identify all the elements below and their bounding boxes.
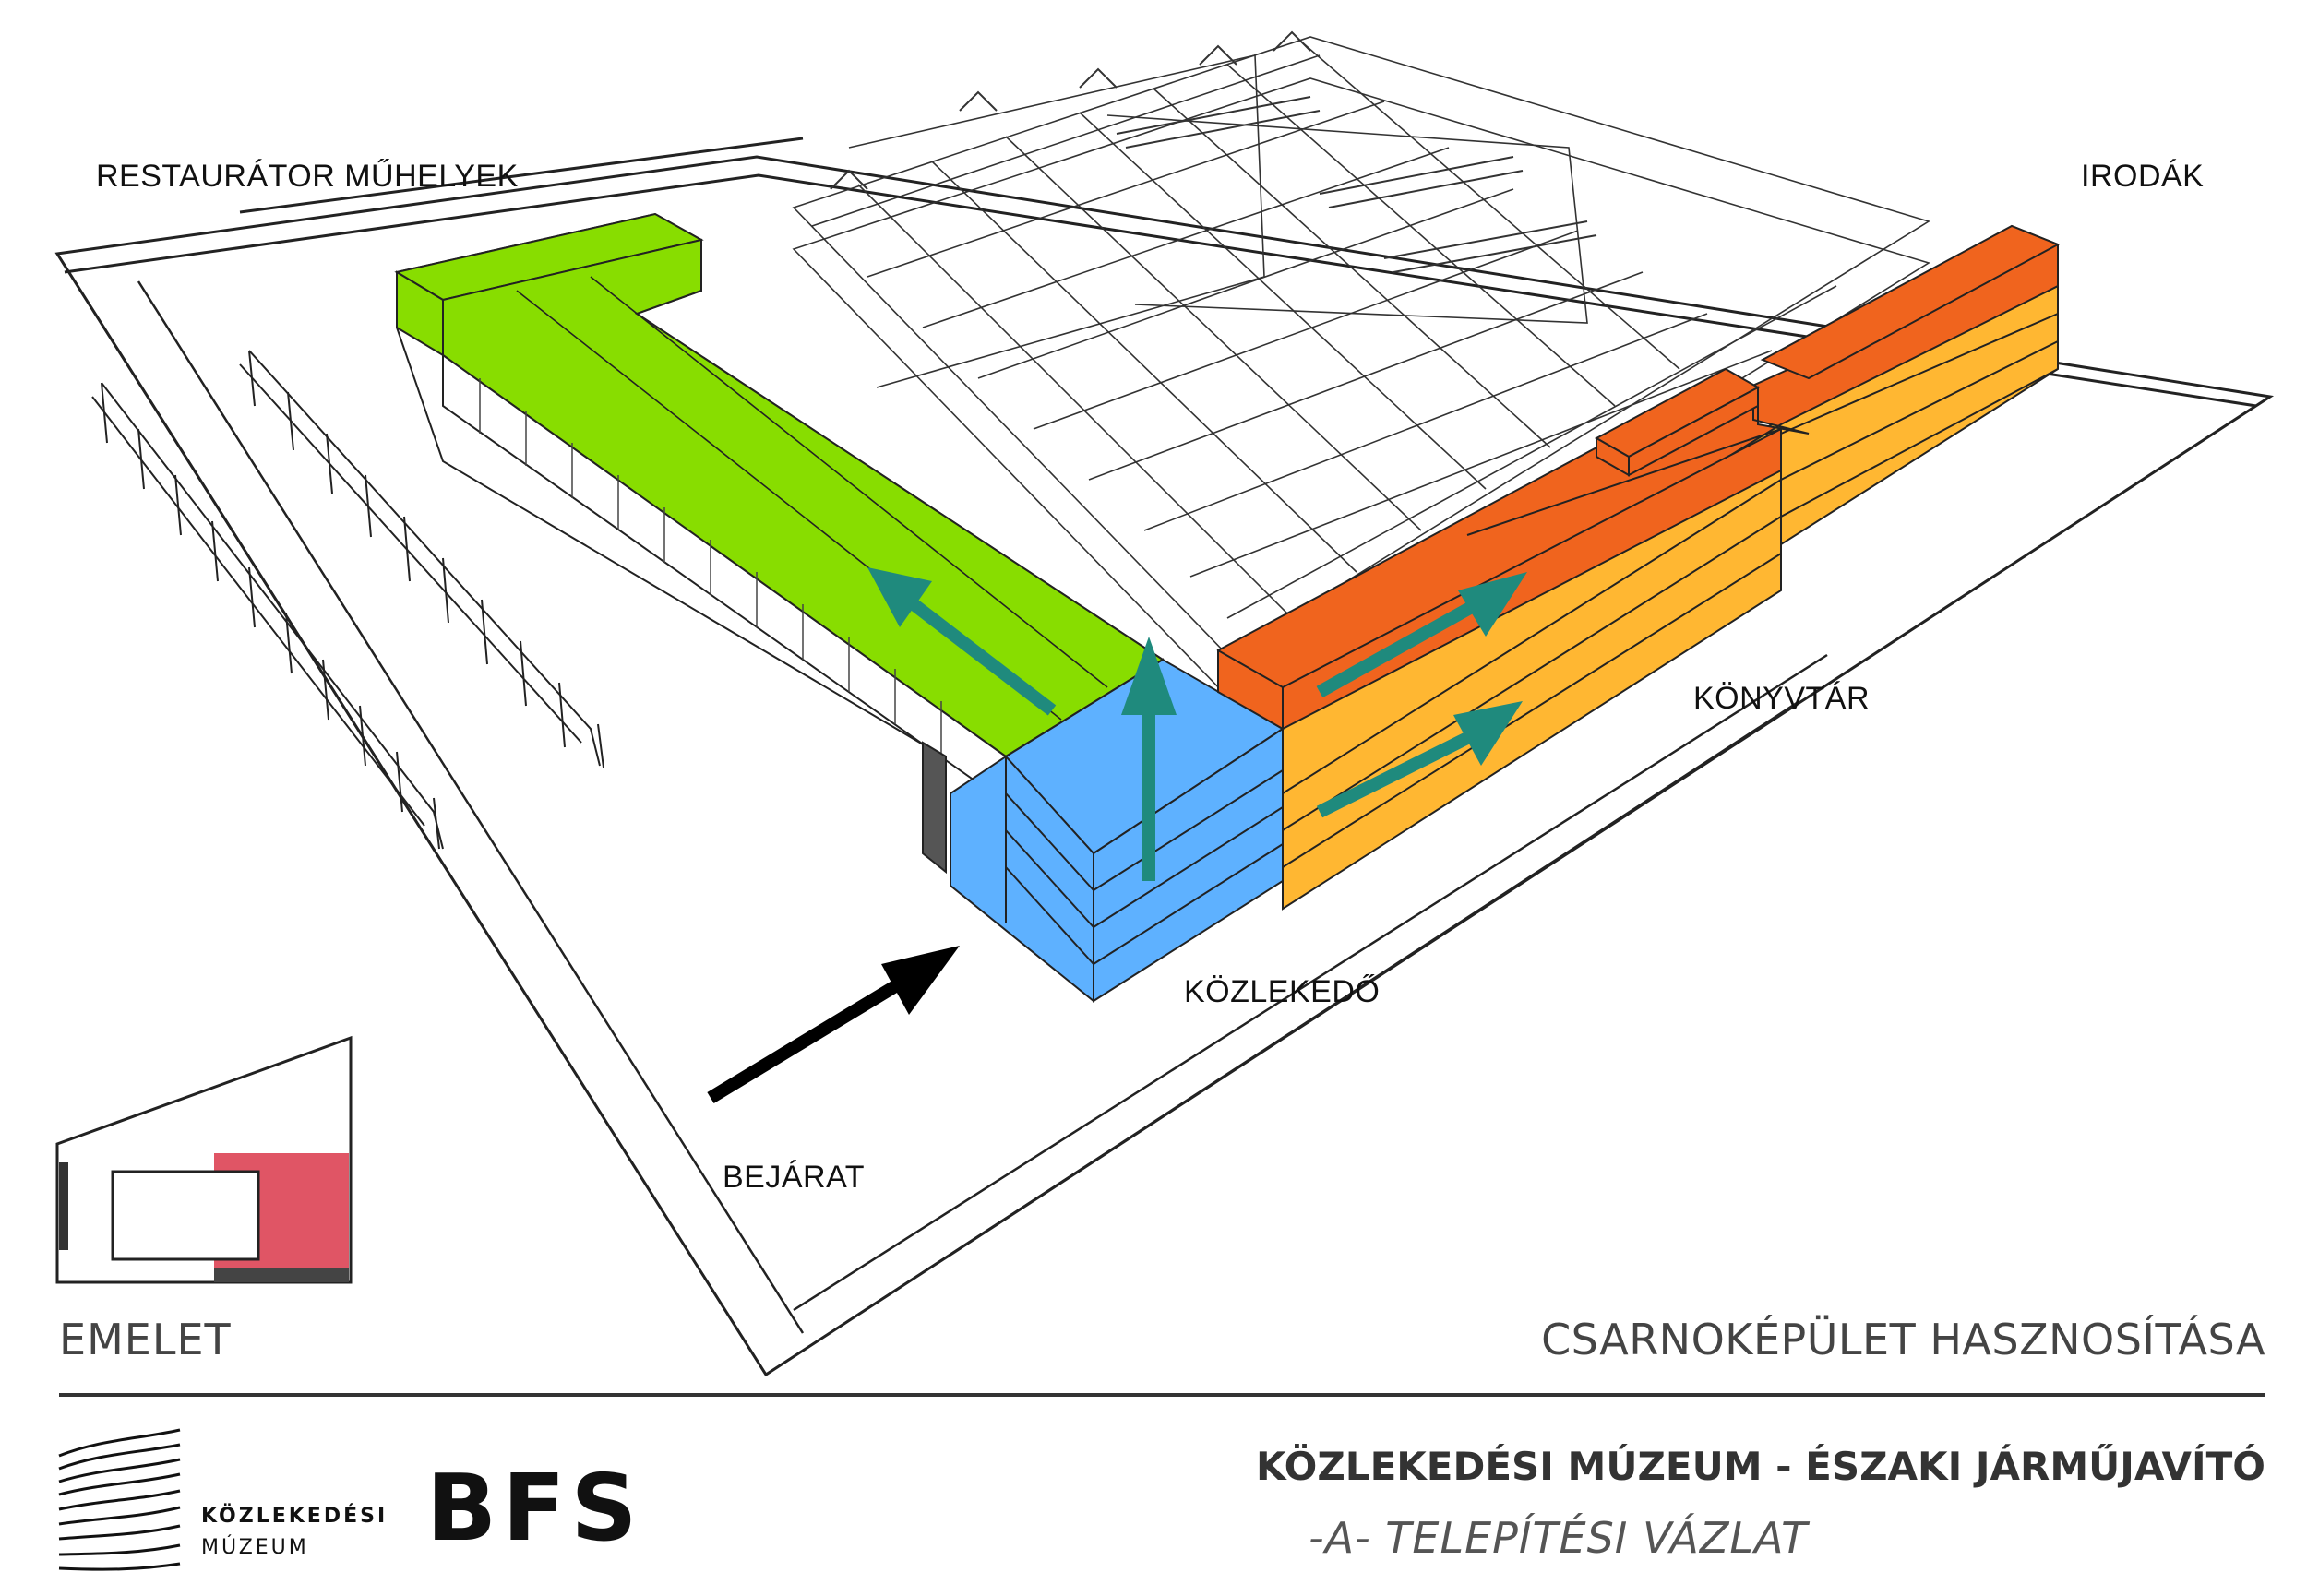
level-label: EMELET bbox=[59, 1315, 232, 1364]
hall-frame bbox=[792, 36, 1930, 698]
firm-logo: BFS bbox=[426, 1454, 643, 1562]
museum-name: KÖZLEKEDÉSI bbox=[201, 1505, 388, 1528]
flow-arrow-restaurator bbox=[867, 567, 1057, 716]
entrance-arrow bbox=[707, 946, 960, 1103]
canopy-frames bbox=[91, 350, 604, 850]
kozlekedo-block bbox=[922, 658, 1285, 1004]
project-title: KÖZLEKEDÉSI MÚZEUM - ÉSZAKI JÁRMŰJAVÍTÓ bbox=[1255, 1444, 2265, 1489]
site-ground-lines bbox=[55, 253, 1828, 1376]
key-plan bbox=[55, 1035, 353, 1284]
label-konyvtar: KÖNYVTÁR bbox=[1693, 681, 1871, 716]
museum-subname: MÚZEUM bbox=[201, 1536, 309, 1559]
project-subtitle: -A- TELEPÍTÉSI VÁZLAT bbox=[1309, 1513, 1809, 1563]
label-kozlekedo: KÖZLEKEDŐ bbox=[1184, 974, 1381, 1009]
roof-trusses bbox=[830, 30, 1597, 273]
flow-arrow-konyvtar bbox=[1316, 701, 1523, 818]
divider bbox=[59, 1393, 2265, 1397]
museum-logo-icon bbox=[58, 1428, 181, 1571]
flow-arrow-irodak bbox=[1316, 572, 1527, 698]
flow-arrow-vertical bbox=[1121, 637, 1177, 881]
subject-label: CSARNOKÉPÜLET HASZNOSÍTÁSA bbox=[1541, 1315, 2265, 1364]
flow-arrows bbox=[867, 567, 1527, 881]
label-bejarat: BEJÁRAT bbox=[723, 1160, 866, 1195]
irodak-block bbox=[1216, 224, 2061, 731]
label-irodak: IRODÁK bbox=[2081, 159, 2205, 194]
label-restaurator: RESTAURÁTOR MŰHELYEK bbox=[96, 159, 519, 194]
